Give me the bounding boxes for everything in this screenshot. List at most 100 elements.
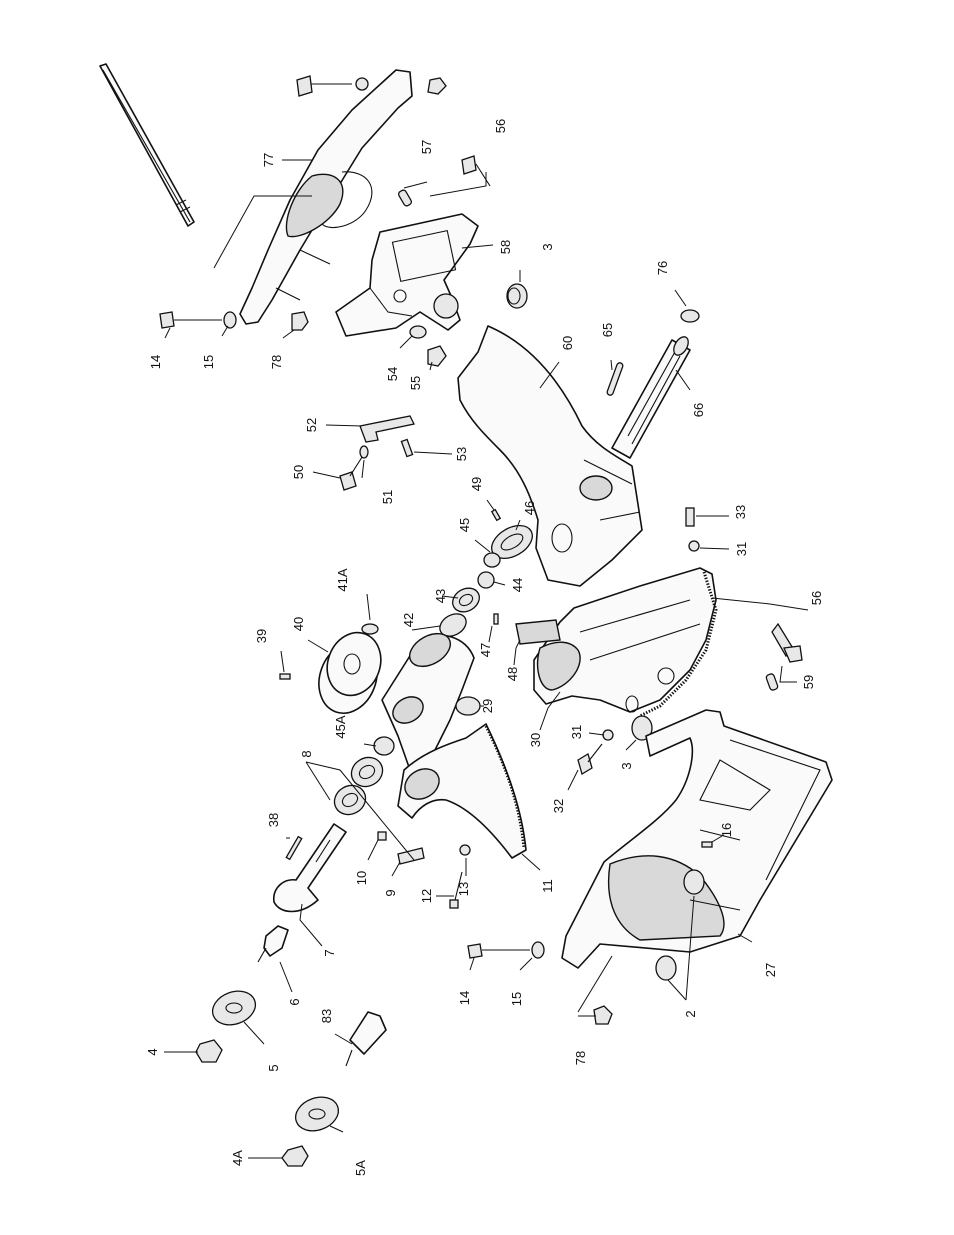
screw-49 — [490, 508, 502, 522]
callout-6: 6 — [287, 998, 302, 1005]
callout-30: 30 — [528, 733, 543, 747]
cone-6 — [257, 925, 289, 963]
callout-43: 43 — [433, 589, 448, 603]
flange-5A — [294, 1096, 340, 1132]
callout-16: 16 — [719, 823, 734, 837]
callout-10: 10 — [354, 871, 369, 885]
bolt-56-top — [461, 155, 491, 187]
callout-5: 5 — [266, 1064, 281, 1071]
flange-5 — [211, 990, 257, 1026]
ring-76 — [680, 309, 700, 323]
callout-14-upper: 14 — [148, 355, 163, 369]
pin-39 — [279, 673, 291, 680]
rod-part — [99, 63, 195, 227]
bolt-14a-top — [296, 75, 447, 97]
pin-57 — [397, 189, 413, 207]
shaft-66 — [611, 336, 691, 459]
washer-44 — [477, 571, 495, 589]
callout-4A: 4A — [230, 1150, 245, 1166]
callout-53: 53 — [454, 447, 469, 461]
bracket-part-58 — [335, 213, 479, 337]
screw-53 — [400, 438, 414, 458]
bolt-32 — [577, 743, 603, 775]
callout-47: 47 — [478, 643, 493, 657]
callout-83: 83 — [319, 1009, 334, 1023]
callout-8: 8 — [299, 750, 314, 757]
callout-40: 40 — [291, 617, 306, 631]
leader-lines — [164, 159, 809, 1159]
bolt-56-right — [771, 622, 803, 663]
bushing-3-lower — [625, 695, 653, 741]
bearing-45A — [373, 736, 395, 756]
callout-3-lower: 3 — [619, 762, 634, 769]
callout-55: 55 — [408, 376, 423, 390]
housing-part — [381, 632, 475, 771]
nut-4 — [195, 1039, 223, 1063]
nut-4A — [281, 1145, 309, 1167]
callout-38: 38 — [266, 813, 281, 827]
spacer-42 — [439, 613, 467, 637]
callout-58: 58 — [498, 240, 513, 254]
callout-52: 52 — [304, 418, 319, 432]
callout-11: 11 — [540, 879, 555, 893]
callout-2: 2 — [683, 1010, 698, 1017]
bolt-50-washer-51 — [339, 445, 369, 491]
callout-32: 32 — [551, 799, 566, 813]
screw-33 — [685, 507, 695, 527]
nut-31-right — [688, 540, 700, 552]
bolt-12 — [449, 871, 463, 909]
cone-83 — [345, 1011, 387, 1067]
callout-5A: 5A — [353, 1160, 368, 1176]
nut-31-lower — [602, 729, 614, 741]
spindle-7 — [273, 823, 347, 913]
callout-59: 59 — [801, 675, 816, 689]
bolt-14-upper — [159, 311, 309, 331]
nut-78-lower — [593, 1005, 613, 1025]
gear-arm-11 — [397, 723, 527, 859]
bearing-43 — [452, 587, 480, 613]
callout-45A: 45A — [333, 715, 348, 738]
nut-13 — [459, 844, 471, 856]
callout-60: 60 — [560, 336, 575, 350]
washer-29 — [455, 696, 481, 716]
callout-labels: 77 57 56 58 3 14 15 78 54 55 60 65 76 66… — [145, 119, 824, 1176]
parts-artwork — [99, 63, 833, 1167]
callout-57: 57 — [419, 140, 434, 154]
pin-59 — [765, 673, 779, 691]
pin-16 — [701, 841, 713, 848]
callout-3-top: 3 — [540, 243, 555, 250]
callout-39: 39 — [254, 629, 269, 643]
callout-49: 49 — [469, 477, 484, 491]
key-65 — [606, 362, 624, 396]
callout-27: 27 — [763, 963, 778, 977]
bushing-3-top — [506, 283, 528, 309]
callout-41A: 41A — [335, 568, 350, 591]
callout-15-lower: 15 — [509, 992, 524, 1006]
screw-10 — [377, 831, 387, 841]
callout-12: 12 — [419, 889, 434, 903]
arm-part-30 — [533, 567, 718, 718]
callout-44: 44 — [510, 578, 525, 592]
callout-78-upper: 78 — [269, 355, 284, 369]
cover-46 — [491, 524, 533, 560]
callout-66: 66 — [691, 403, 706, 417]
callout-50: 50 — [291, 465, 306, 479]
callout-31-lower: 31 — [569, 725, 584, 739]
callout-48: 48 — [505, 667, 520, 681]
frame-part-27 — [561, 709, 833, 981]
callout-78-lower: 78 — [573, 1051, 588, 1065]
pin-38 — [285, 835, 303, 861]
callout-9: 9 — [383, 889, 398, 896]
callout-29: 29 — [480, 699, 495, 713]
washer-54-nut-55 — [409, 325, 447, 367]
callout-33: 33 — [733, 505, 748, 519]
callout-65: 65 — [600, 323, 615, 337]
pulley-40 — [318, 631, 382, 714]
callout-7: 7 — [322, 949, 337, 956]
block-48 — [515, 619, 561, 645]
callout-14-lower: 14 — [457, 991, 472, 1005]
screw-47 — [493, 613, 499, 625]
nut-45 — [483, 552, 501, 568]
callout-31-right: 31 — [734, 542, 749, 556]
